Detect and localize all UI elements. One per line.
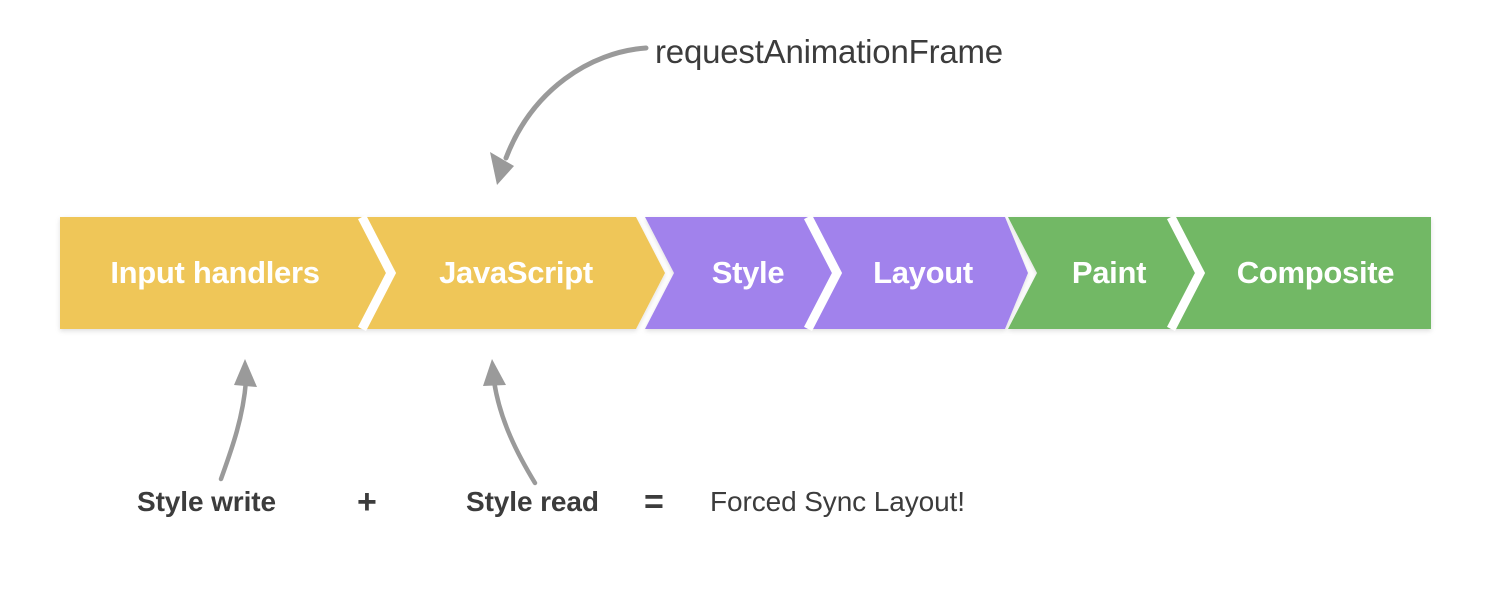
raf-curved-arrow-icon (490, 45, 649, 185)
separator-style-layout (804, 214, 843, 332)
style-write-label: Style write (137, 486, 276, 517)
pipeline-shapes (60, 214, 1431, 332)
style-write-arrow-icon (218, 359, 257, 482)
separator-input-javascript (358, 214, 397, 332)
style-read-arrow-icon (483, 359, 538, 486)
request-animation-frame-label: requestAnimationFrame (655, 33, 1003, 70)
stage-block-js-color (60, 217, 665, 329)
rendering-pipeline: Input handlers JavaScript Style Layout P… (60, 214, 1431, 332)
style-read-label: Style read (466, 486, 599, 517)
forced-sync-layout-label: Forced Sync Layout! (710, 486, 965, 517)
equals-operator: = (644, 483, 664, 521)
separator-paint-composite (1167, 214, 1206, 332)
plus-operator: + (357, 483, 377, 521)
stage-block-paint-composite-color (1008, 217, 1431, 329)
